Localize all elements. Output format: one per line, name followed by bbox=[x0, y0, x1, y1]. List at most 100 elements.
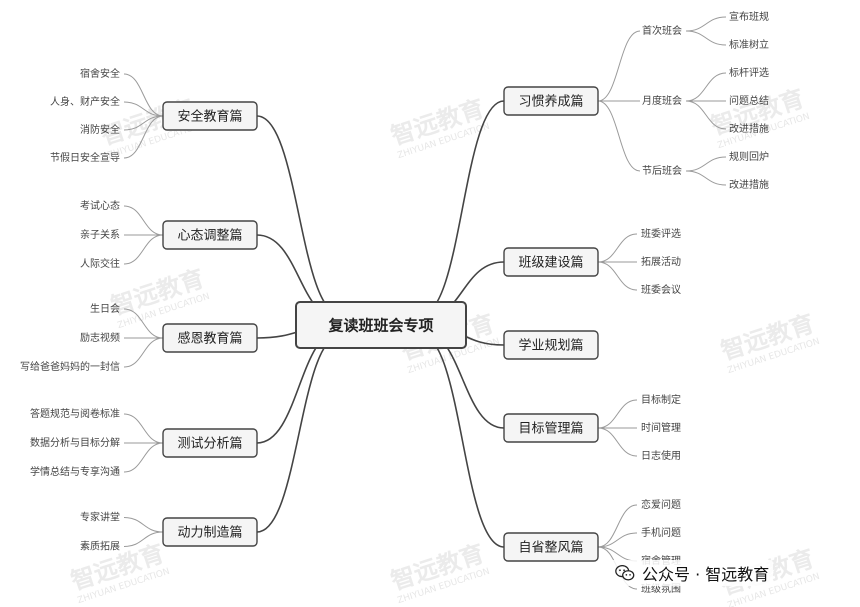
leaf-node: 专家讲堂 bbox=[80, 511, 120, 524]
branch-node: 心态调整篇 bbox=[162, 220, 258, 250]
branch-node-label: 感恩教育篇 bbox=[177, 331, 242, 347]
leaf-node: 学情总结与专享沟通 bbox=[30, 465, 120, 478]
group-node: 月度班会 bbox=[642, 94, 682, 107]
branch-node-box bbox=[162, 101, 258, 131]
branch-node: 习惯养成篇 bbox=[503, 86, 599, 116]
leaf-node: 亲子关系 bbox=[80, 228, 120, 241]
leaf-edge bbox=[597, 399, 638, 429]
group-node: 节后班会 bbox=[642, 164, 682, 177]
leaf-edge bbox=[123, 517, 164, 533]
leaf-edge bbox=[123, 205, 164, 236]
branch-node-label: 动力制造篇 bbox=[177, 526, 242, 541]
leaf-node: 班委评选 bbox=[641, 227, 681, 240]
leaf-node: 规则回炉 bbox=[729, 150, 769, 163]
branch-node-box bbox=[162, 428, 258, 458]
leaf-node: 标准树立 bbox=[729, 38, 769, 51]
leaf-node: 时间管理 bbox=[641, 421, 681, 434]
leaf-edge bbox=[685, 30, 727, 46]
branch-node: 班级建设篇 bbox=[503, 247, 599, 277]
root-node-label: 复读班班会专项 bbox=[327, 317, 433, 335]
root-node-box bbox=[295, 301, 467, 349]
branch-node: 动力制造篇 bbox=[162, 517, 258, 547]
leaf-edge bbox=[123, 234, 164, 265]
leaf-node: 素质拓展 bbox=[80, 540, 120, 553]
branch-node-label: 安全教育篇 bbox=[177, 109, 242, 125]
branch-node-label: 学业规划篇 bbox=[518, 338, 583, 354]
leaf-node: 宿舍安全 bbox=[80, 67, 120, 80]
branch-node-label: 班级建设篇 bbox=[518, 256, 583, 271]
leaf-node: 消防安全 bbox=[80, 123, 120, 136]
leaf-edge bbox=[597, 532, 638, 548]
leaf-edge bbox=[597, 546, 638, 562]
leaf-node: 手机问题 bbox=[641, 526, 681, 539]
leaf-edge bbox=[685, 156, 727, 172]
leaf-node: 节假日安全宣导 bbox=[50, 151, 120, 164]
leaf-node: 问题总结 bbox=[729, 94, 769, 107]
branch-node-box bbox=[162, 220, 258, 250]
leaf-edge bbox=[597, 427, 638, 457]
branch-node: 学业规划篇 bbox=[503, 330, 599, 360]
branch-node: 感恩教育篇 bbox=[162, 323, 258, 353]
branch-node-box bbox=[503, 532, 599, 562]
branch-node-label: 心态调整篇 bbox=[177, 229, 242, 244]
branch-node-box bbox=[503, 247, 599, 277]
branch-node: 目标管理篇 bbox=[503, 413, 599, 443]
branch-node-label: 目标管理篇 bbox=[518, 422, 583, 437]
wechat-icon bbox=[615, 565, 635, 581]
group-node: 首次班会 bbox=[642, 24, 682, 37]
leaf-edge bbox=[123, 308, 164, 339]
leaf-edge bbox=[123, 337, 164, 368]
leaf-node: 宣布班规 bbox=[729, 10, 769, 23]
footer-text: 公众号 · 智远教育 bbox=[642, 565, 770, 584]
root-edge-left bbox=[256, 334, 342, 533]
leaf-edge bbox=[123, 101, 164, 117]
branch-node: 安全教育篇 bbox=[162, 101, 258, 131]
leaf-node: 日志使用 bbox=[641, 449, 681, 462]
leaf-edge bbox=[597, 233, 638, 263]
leaf-node: 拓展活动 bbox=[641, 256, 681, 268]
branch-node-box bbox=[503, 330, 599, 360]
group-edge bbox=[597, 30, 641, 102]
leaf-node: 人际交往 bbox=[80, 257, 120, 270]
root-node: 复读班班会专项 bbox=[295, 301, 467, 349]
leaf-node: 数据分析与目标分解 bbox=[30, 436, 120, 449]
leaf-node: 改进措施 bbox=[729, 178, 769, 191]
branch-node: 测试分析篇 bbox=[162, 428, 258, 458]
branch-node-box bbox=[503, 86, 599, 116]
leaf-node: 恋爱问题 bbox=[641, 498, 681, 511]
leaf-edge bbox=[597, 261, 638, 291]
leaf-node: 标杆评选 bbox=[729, 66, 769, 79]
leaf-edge bbox=[123, 115, 164, 159]
branch-node: 自省整风篇 bbox=[503, 532, 599, 562]
branch-node-box bbox=[162, 323, 258, 353]
branch-node-label: 自省整风篇 bbox=[518, 541, 583, 556]
leaf-node: 目标制定 bbox=[641, 393, 681, 406]
leaf-edge bbox=[123, 73, 164, 117]
branch-node-box bbox=[162, 517, 258, 547]
leaf-edge bbox=[685, 16, 727, 32]
leaf-node: 写给爸爸妈妈的一封信 bbox=[20, 360, 120, 373]
leaf-node: 人身、财产安全 bbox=[50, 95, 120, 108]
leaf-edge bbox=[123, 413, 164, 444]
leaf-edge bbox=[685, 100, 727, 130]
branch-node-label: 习惯养成篇 bbox=[518, 94, 583, 110]
leaf-edge bbox=[685, 72, 727, 102]
leaf-edge bbox=[597, 504, 638, 548]
branch-node-box bbox=[503, 413, 599, 443]
leaf-node: 改进措施 bbox=[729, 122, 769, 135]
root-edge-left bbox=[256, 115, 342, 316]
footer: 公众号 · 智远教育 bbox=[610, 560, 774, 586]
leaf-node: 励志视频 bbox=[80, 331, 120, 344]
branch-node-label: 测试分析篇 bbox=[177, 437, 242, 452]
leaf-node: 考试心态 bbox=[80, 199, 120, 212]
leaf-edge bbox=[123, 442, 164, 473]
leaf-node: 生日会 bbox=[90, 302, 120, 315]
group-edge bbox=[597, 100, 641, 172]
leaf-node: 班委会议 bbox=[641, 283, 681, 296]
